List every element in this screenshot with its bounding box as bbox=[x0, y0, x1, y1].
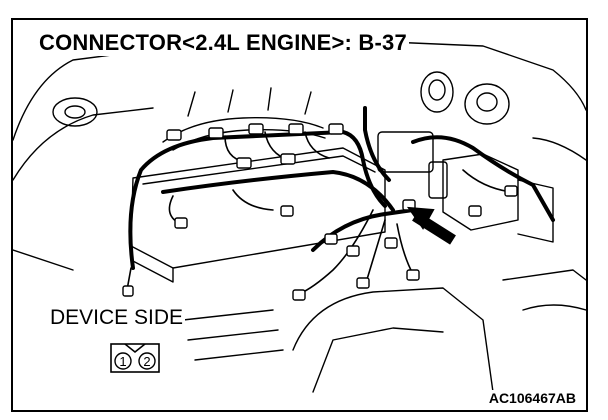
connector-symbol: 1 2 bbox=[110, 343, 160, 373]
diagram-title: CONNECTOR<2.4L ENGINE>: B-37 bbox=[37, 30, 409, 56]
reference-code: AC106467AB bbox=[486, 390, 578, 406]
pointer-arrow bbox=[406, 206, 456, 245]
device-side-label: DEVICE SIDE bbox=[48, 306, 186, 330]
engine-bay-illustration: 1 2 bbox=[13, 39, 586, 393]
pin-2-circle bbox=[138, 352, 156, 370]
diagram-frame: 1 2 CONNECTOR<2.4L ENGINE>: B-37 DEVICE … bbox=[11, 18, 588, 412]
pin-2-label: 2 bbox=[143, 354, 150, 369]
pin-1-circle bbox=[114, 352, 132, 370]
pin-1-label: 1 bbox=[119, 354, 126, 369]
